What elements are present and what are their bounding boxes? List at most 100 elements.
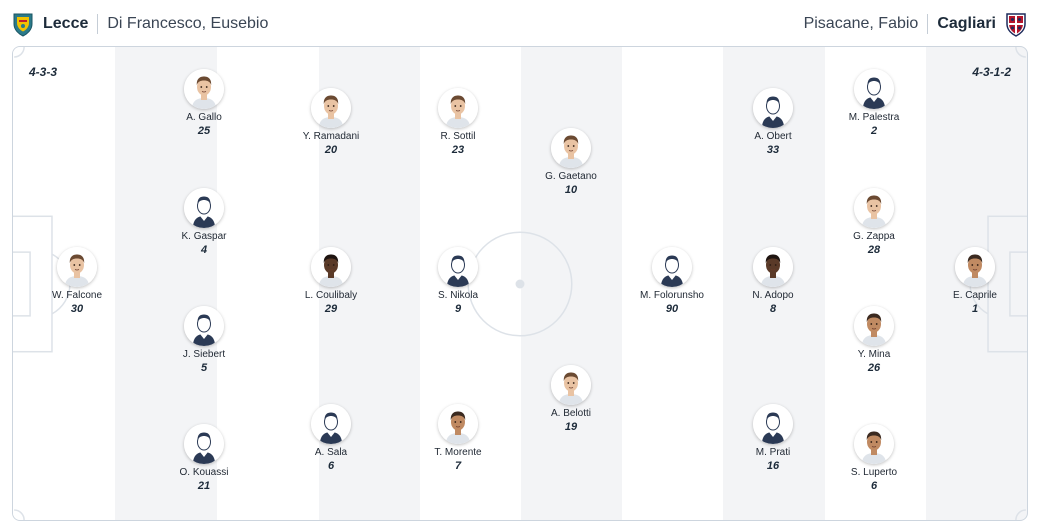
player-avatar xyxy=(184,424,224,464)
player-card[interactable]: J. Siebert 5 xyxy=(154,306,254,375)
player-silhouette-icon xyxy=(184,188,224,228)
player-avatar xyxy=(955,247,995,287)
player-card[interactable]: G. Zappa 28 xyxy=(824,188,924,257)
player-name: E. Caprile xyxy=(953,290,997,301)
player-number: 33 xyxy=(766,144,780,156)
player-number: 7 xyxy=(454,460,462,472)
home-formation: 4-3-3 xyxy=(29,65,58,79)
player-avatar xyxy=(753,404,793,444)
player-card[interactable]: A. Gallo 25 xyxy=(154,69,254,138)
player-card[interactable]: M. Palestra 2 xyxy=(824,69,924,138)
player-card[interactable]: M. Prati 16 xyxy=(723,404,823,473)
player-card[interactable]: W. Falcone 30 xyxy=(27,247,127,316)
player-name: L. Coulibaly xyxy=(304,290,358,301)
home-team-name: Lecce xyxy=(43,15,89,32)
player-name: G. Zappa xyxy=(853,231,895,242)
player-name: R. Sottil xyxy=(440,131,476,142)
player-name: O. Kouassi xyxy=(179,467,229,478)
player-photo-icon xyxy=(57,247,97,287)
player-number: 23 xyxy=(451,144,465,156)
player-name: M. Prati xyxy=(755,447,791,458)
player-number: 1 xyxy=(971,303,979,315)
player-name: A. Belotti xyxy=(550,408,592,419)
home-team[interactable]: Lecce Di Francesco, Eusebio xyxy=(12,11,268,37)
cagliari-crest-icon xyxy=(1006,13,1026,37)
player-number: 29 xyxy=(324,303,338,315)
player-avatar xyxy=(854,188,894,228)
player-name: A. Gallo xyxy=(186,112,222,123)
player-avatar xyxy=(311,404,351,444)
player-photo-icon xyxy=(854,188,894,228)
player-avatar xyxy=(438,247,478,287)
lineup-header: Lecce Di Francesco, Eusebio Pisacane, Fa… xyxy=(0,0,1039,46)
away-team[interactable]: Pisacane, Fabio Cagliari xyxy=(804,11,1027,37)
home-coach: Di Francesco, Eusebio xyxy=(107,15,269,32)
player-avatar xyxy=(551,128,591,168)
player-silhouette-icon xyxy=(753,404,793,444)
player-number: 26 xyxy=(867,362,881,374)
player-avatar xyxy=(753,88,793,128)
player-silhouette-icon xyxy=(311,404,351,444)
player-avatar xyxy=(311,88,351,128)
player-card[interactable]: O. Kouassi 21 xyxy=(154,424,254,493)
player-silhouette-icon xyxy=(184,424,224,464)
player-card[interactable]: E. Caprile 1 xyxy=(925,247,1025,316)
player-number: 10 xyxy=(564,184,578,196)
player-name: T. Morente xyxy=(434,447,482,458)
player-avatar xyxy=(184,306,224,346)
player-number: 5 xyxy=(200,362,208,374)
player-name: W. Falcone xyxy=(51,290,103,301)
player-number: 28 xyxy=(867,244,881,256)
player-number: 21 xyxy=(197,480,211,492)
player-silhouette-icon xyxy=(438,247,478,287)
pitch-stripe xyxy=(420,47,521,520)
player-avatar xyxy=(652,247,692,287)
player-number: 19 xyxy=(564,421,578,433)
player-name: M. Palestra xyxy=(848,112,900,123)
player-photo-icon xyxy=(184,69,224,109)
player-photo-icon xyxy=(551,365,591,405)
divider xyxy=(927,14,929,34)
player-number: 25 xyxy=(197,125,211,137)
player-avatar xyxy=(184,188,224,228)
player-number: 6 xyxy=(870,480,878,492)
player-card[interactable]: L. Coulibaly 29 xyxy=(281,247,381,316)
player-card[interactable]: T. Morente 7 xyxy=(408,404,508,473)
player-avatar xyxy=(854,424,894,464)
player-number: 2 xyxy=(870,125,878,137)
player-avatar xyxy=(438,88,478,128)
player-card[interactable]: R. Sottil 23 xyxy=(408,88,508,157)
player-avatar xyxy=(551,365,591,405)
pitch-stripe xyxy=(217,47,319,520)
player-card[interactable]: G. Gaetano 10 xyxy=(521,128,621,197)
player-name: G. Gaetano xyxy=(545,171,597,182)
player-avatar xyxy=(311,247,351,287)
player-photo-icon xyxy=(438,404,478,444)
player-number: 20 xyxy=(324,144,338,156)
player-photo-icon xyxy=(854,306,894,346)
player-number: 30 xyxy=(70,303,84,315)
away-team-name: Cagliari xyxy=(937,15,996,32)
player-number: 4 xyxy=(200,244,208,256)
player-avatar xyxy=(854,306,894,346)
player-name: J. Siebert xyxy=(182,349,226,360)
player-photo-icon xyxy=(551,128,591,168)
player-avatar xyxy=(438,404,478,444)
player-photo-icon xyxy=(311,247,351,287)
player-number: 9 xyxy=(454,303,462,315)
player-photo-icon xyxy=(311,88,351,128)
player-avatar xyxy=(57,247,97,287)
player-silhouette-icon xyxy=(652,247,692,287)
player-card[interactable]: A. Belotti 19 xyxy=(521,365,621,434)
player-number: 16 xyxy=(766,460,780,472)
player-photo-icon xyxy=(753,247,793,287)
